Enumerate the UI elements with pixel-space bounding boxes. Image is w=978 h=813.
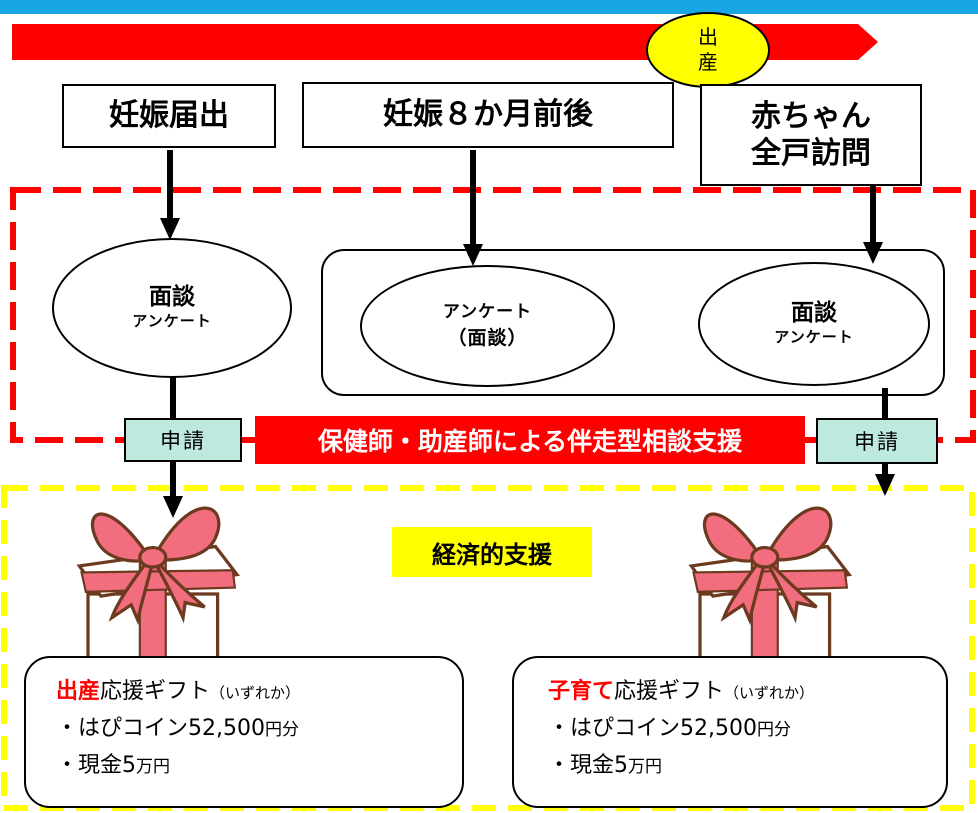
economic-support-text: 経済的支援 <box>432 540 552 569</box>
consult-sub-label: アンケート <box>774 328 854 347</box>
birth-gift-item-coin: ・はぴコイン52,500円分 <box>56 711 462 748</box>
item-unit: 万円 <box>136 757 171 777</box>
baby-visit-line1: 赤ちゃん <box>751 98 871 134</box>
item-prefix: ・現金 <box>56 753 123 778</box>
consult-ellipse-visit: 面談 アンケート <box>698 262 930 386</box>
birth-gift-card: 出産応援ギフト（いずれか） ・はぴコイン52,500円分 ・現金5万円 <box>24 656 464 808</box>
item-amount: 52,500 <box>680 716 757 741</box>
consult-main-label: 面談 <box>149 283 195 310</box>
apply-badge-birth: 申請 <box>124 418 242 462</box>
childcare-gift-item-cash: ・現金5万円 <box>548 748 946 785</box>
baby-visit-line2: 全戸訪問 <box>751 136 871 171</box>
birth-gift-item-cash: ・現金5万円 <box>56 748 462 785</box>
pregnancy-notice-box: 妊娠届出 <box>62 84 276 148</box>
apply-label: 申請 <box>160 429 206 453</box>
item-prefix: ・現金 <box>548 753 615 778</box>
birth-gift-choice: （いずれか） <box>210 684 301 702</box>
birth-gift-title: 出産応援ギフト（いずれか） <box>56 674 462 711</box>
birth-marker: 出 産 <box>646 12 770 88</box>
childcare-gift-title: 子育て応援ギフト（いずれか） <box>548 674 946 711</box>
childcare-gift-card: 子育て応援ギフト（いずれか） ・はぴコイン52,500円分 ・現金5万円 <box>512 656 948 808</box>
childcare-gift-item-coin: ・はぴコイン52,500円分 <box>548 711 946 748</box>
birth-marker-line1: 出 <box>698 25 718 49</box>
childcare-gift-title-highlight: 子育て <box>548 679 615 704</box>
consult-main-label: 面談 <box>791 299 837 326</box>
item-unit: 万円 <box>628 757 663 777</box>
apply-badge-childcare: 申請 <box>816 418 938 464</box>
baby-visit-box: 赤ちゃん 全戸訪問 <box>700 84 922 186</box>
accompany-support-text: 保健師・助産師による伴走型相談支援 <box>317 427 743 456</box>
item-amount: 5 <box>122 753 137 778</box>
accompany-support-label: 保健師・助産師による伴走型相談支援 <box>255 416 805 464</box>
birth-gift-title-rest: 応援ギフト <box>100 679 211 704</box>
consult-ellipse-pregnancy: 面談 アンケート <box>52 238 292 378</box>
item-unit: 円分 <box>757 720 791 740</box>
economic-support-label: 経済的支援 <box>392 527 592 577</box>
childcare-gift-choice: （いずれか） <box>724 684 815 702</box>
survey-line1: アンケート <box>442 301 533 322</box>
survey-ellipse-eight-months: アンケート （面談） <box>360 265 615 387</box>
item-prefix: ・はぴコイン <box>548 716 681 741</box>
consult-sub-label: アンケート <box>132 312 212 331</box>
item-unit: 円分 <box>265 720 299 740</box>
pregnancy-notice-label: 妊娠届出 <box>109 98 229 134</box>
item-amount: 5 <box>614 753 629 778</box>
top-band <box>0 0 978 14</box>
eight-months-box: 妊娠８か月前後 <box>302 82 674 148</box>
birth-gift-title-highlight: 出産 <box>56 679 101 704</box>
item-amount: 52,500 <box>188 716 265 741</box>
item-prefix: ・はぴコイン <box>56 716 189 741</box>
survey-line2: （面談） <box>447 326 528 349</box>
economic-region <box>1 485 975 811</box>
birth-marker-line2: 産 <box>698 50 718 74</box>
eight-months-label: 妊娠８か月前後 <box>383 97 593 133</box>
apply-label: 申請 <box>854 430 900 454</box>
childcare-gift-title-rest: 応援ギフト <box>614 679 725 704</box>
